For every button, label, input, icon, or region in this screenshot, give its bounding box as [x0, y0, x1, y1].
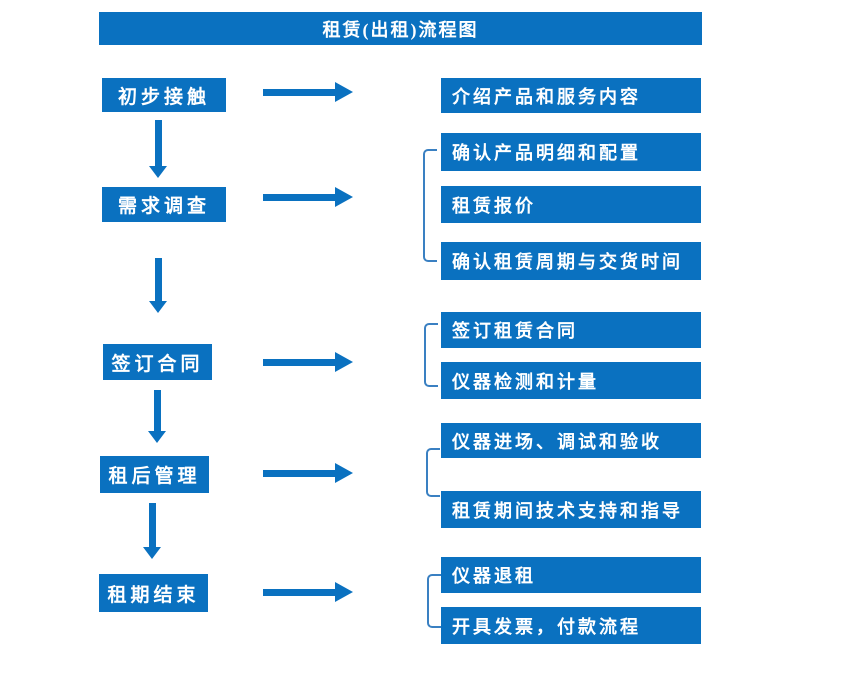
down-arrow-icon — [148, 390, 166, 443]
arrow-shaft — [154, 258, 162, 301]
detail-box: 介绍产品和服务内容 — [441, 78, 701, 113]
detail-box: 租赁期间技术支持和指导 — [441, 491, 701, 528]
detail-box: 租赁报价 — [441, 186, 701, 223]
stage-label: 租期结束 — [107, 584, 200, 606]
arrow-shaft — [263, 469, 335, 477]
arrow-head — [335, 582, 353, 602]
group-bracket — [427, 574, 441, 628]
down-arrow-icon — [149, 120, 167, 178]
arrow-shaft — [263, 193, 335, 201]
detail-label: 仪器进场、调试和验收 — [452, 431, 662, 452]
detail-box: 开具发票，付款流程 — [441, 607, 701, 644]
detail-label: 租赁期间技术支持和指导 — [452, 500, 683, 521]
stage-label: 初步接触 — [117, 86, 210, 108]
right-arrow-icon — [263, 463, 353, 483]
stage-label: 租后管理 — [108, 466, 201, 487]
arrow-shaft — [263, 88, 335, 96]
detail-label: 介绍产品和服务内容 — [452, 86, 641, 107]
right-arrow-icon — [263, 82, 353, 102]
arrow-head — [149, 301, 167, 313]
arrow-head — [149, 166, 167, 178]
arrow-shaft — [148, 503, 156, 547]
detail-box: 仪器进场、调试和验收 — [441, 423, 701, 458]
detail-label: 确认产品明细和配置 — [452, 143, 641, 163]
stage-box-sign-contract: 签订合同 — [103, 344, 212, 380]
group-bracket — [426, 448, 440, 497]
group-bracket — [424, 323, 438, 387]
arrow-shaft — [154, 120, 162, 166]
arrow-head — [335, 82, 353, 102]
detail-label: 租赁报价 — [452, 195, 536, 216]
stage-box-rental-end: 租期结束 — [99, 574, 208, 612]
arrow-shaft — [153, 390, 161, 431]
detail-box: 确认产品明细和配置 — [441, 133, 701, 171]
arrow-shaft — [263, 588, 335, 596]
arrow-head — [148, 431, 166, 443]
arrow-head — [335, 352, 353, 372]
right-arrow-icon — [263, 582, 353, 602]
detail-label: 签订租赁合同 — [452, 321, 578, 341]
diagram-title-bar: 租赁(出租)流程图 — [99, 12, 702, 45]
detail-box: 仪器检测和计量 — [441, 362, 701, 399]
arrow-head — [143, 547, 161, 559]
diagram-title: 租赁(出租)流程图 — [322, 19, 479, 40]
stage-label: 签订合同 — [111, 353, 204, 375]
detail-label: 仪器检测和计量 — [452, 371, 599, 392]
detail-label: 开具发票，付款流程 — [452, 616, 641, 637]
stage-label: 需求调查 — [117, 196, 210, 217]
right-arrow-icon — [263, 187, 353, 207]
stage-box-demand-survey: 需求调查 — [102, 187, 226, 222]
detail-box: 确认租赁周期与交货时间 — [441, 242, 701, 280]
stage-box-post-rental-management: 租后管理 — [100, 456, 209, 493]
arrow-head — [335, 463, 353, 483]
detail-label: 确认租赁周期与交货时间 — [452, 252, 683, 272]
group-bracket — [423, 149, 437, 262]
down-arrow-icon — [143, 503, 161, 559]
detail-box: 仪器退租 — [441, 557, 701, 593]
arrow-shaft — [263, 358, 335, 366]
detail-box: 签订租赁合同 — [441, 312, 701, 348]
right-arrow-icon — [263, 352, 353, 372]
arrow-head — [335, 187, 353, 207]
down-arrow-icon — [149, 258, 167, 313]
detail-label: 仪器退租 — [452, 566, 536, 586]
stage-box-initial-contact: 初步接触 — [102, 78, 226, 112]
